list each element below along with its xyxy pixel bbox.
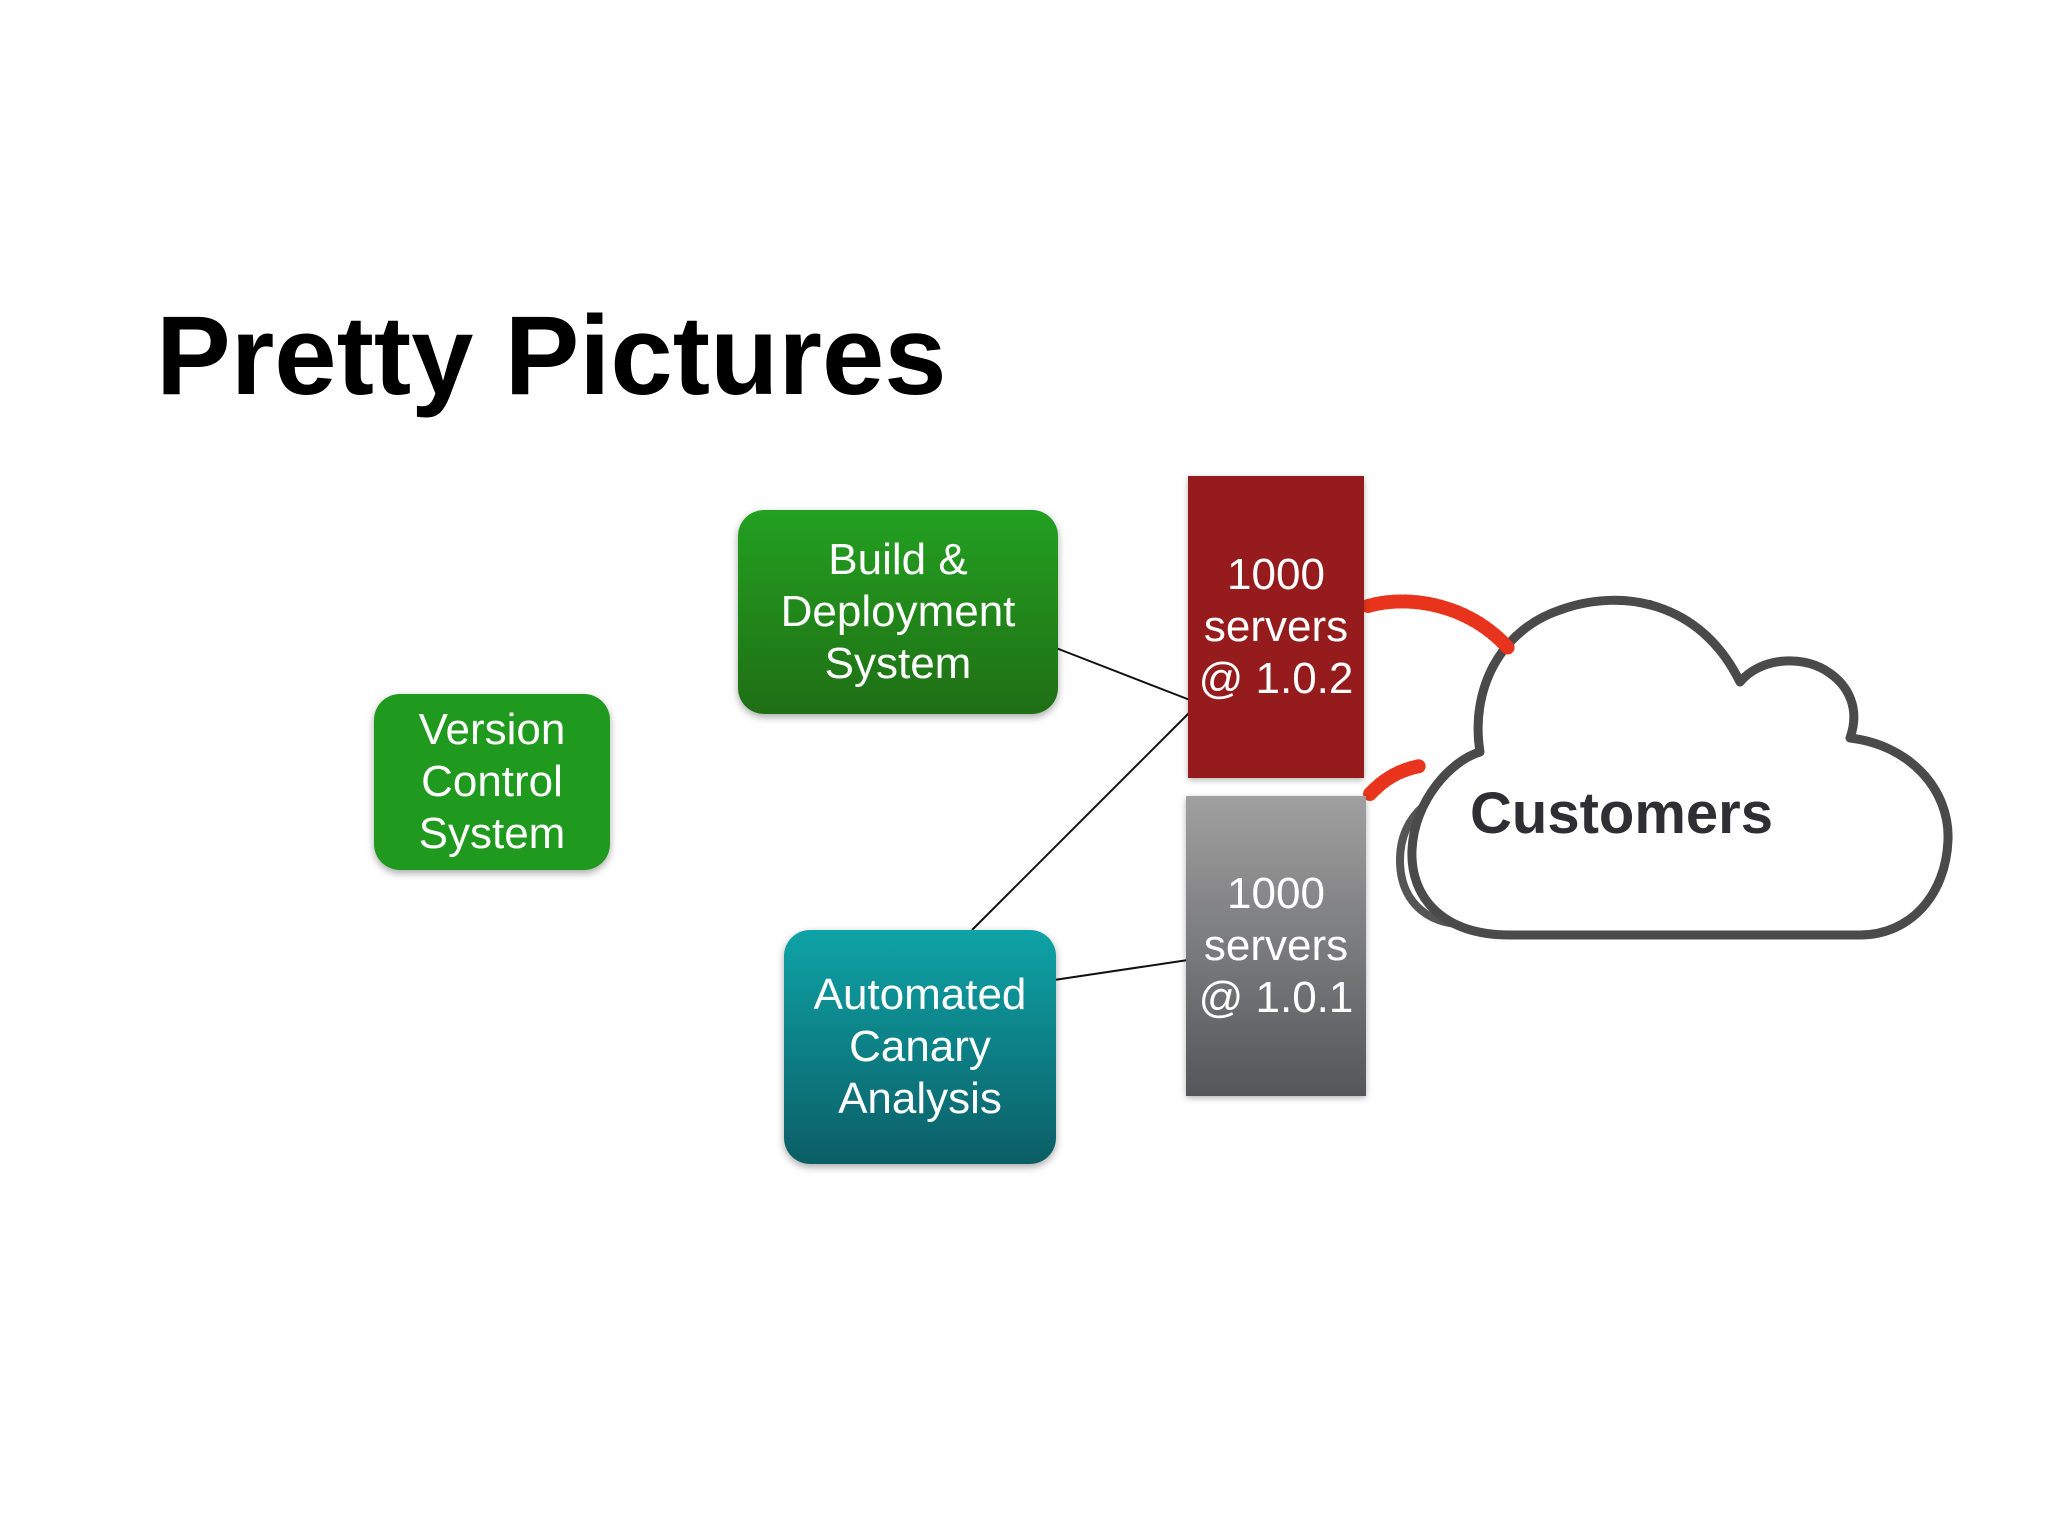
cloud-icon [1395,595,1953,940]
servers-old-version-node: 1000 servers @ 1.0.1 [1186,796,1366,1096]
servers-new-line-1: 1000 [1227,550,1325,599]
servers-new-version-node: 1000 servers @ 1.0.2 [1188,476,1364,778]
build-deploy-line-3: System [824,639,972,688]
version-control-line-1: Version [418,705,566,754]
servers-new-line-2: servers [1203,602,1349,651]
slide-title: Pretty Pictures [156,293,947,418]
customers-label: Customers [1470,781,1773,846]
servers-old-line-3: @ 1.0.1 [1198,973,1354,1022]
canary-line-2: Canary [849,1022,991,1071]
version-control-line-2: Control [421,757,563,806]
connector-build-to-servers [1055,647,1191,701]
version-control-line-3: System [418,809,566,858]
build-deployment-node: Build & Deployment System [738,510,1058,714]
servers-new-line-3: @ 1.0.2 [1198,654,1354,703]
servers-old-line-1: 1000 [1227,869,1325,918]
build-deploy-line-1: Build & [828,535,968,584]
canary-line-1: Automated [813,970,1027,1019]
version-control-node: Version Control System [374,694,610,870]
servers-old-line-2: servers [1203,921,1349,970]
connector-canary-to-new-servers [971,711,1191,931]
traffic-arc-new [1361,594,1515,655]
build-deploy-line-2: Deployment [780,587,1016,636]
canary-line-3: Analysis [838,1074,1002,1123]
connector-canary-to-old-servers [1053,959,1189,981]
cloud-outline [1407,595,1953,940]
canary-analysis-node: Automated Canary Analysis [784,930,1056,1164]
traffic-arc-old [1363,759,1427,801]
